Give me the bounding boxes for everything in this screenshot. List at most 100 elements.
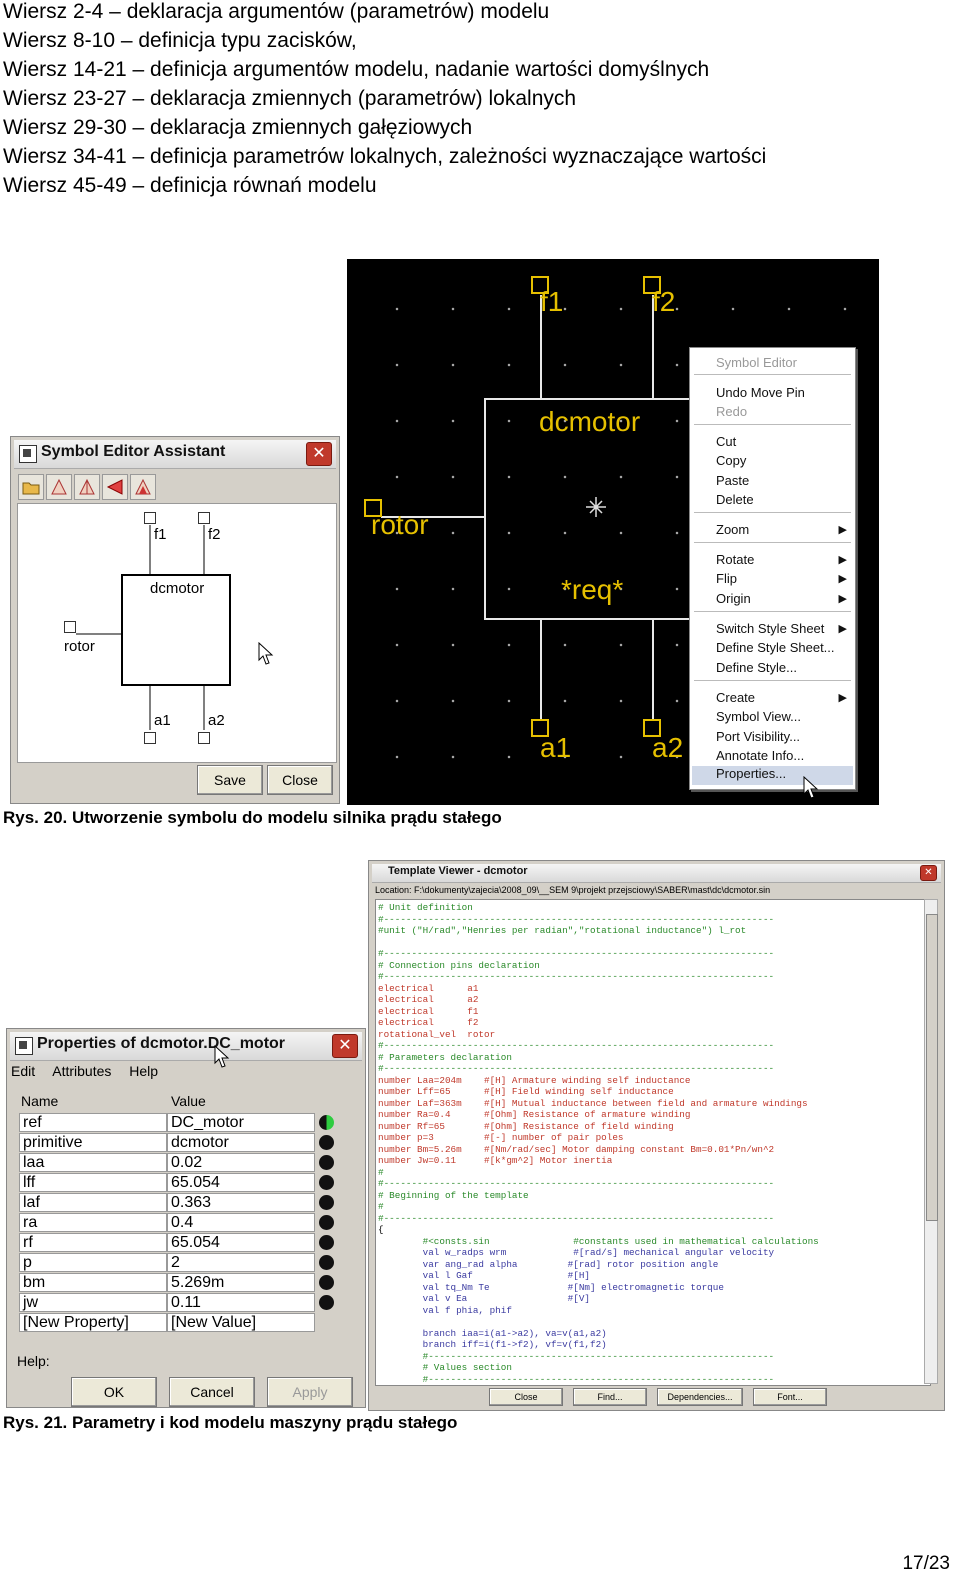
menu-item-zoom[interactable]: Zoom (716, 522, 750, 537)
visibility-indicator-icon[interactable] (319, 1275, 334, 1290)
menu-item-origin[interactable]: Origin (716, 591, 751, 606)
menu-item-undo-move-pin[interactable]: Undo Move Pin (716, 385, 805, 400)
pin-a2-box[interactable] (643, 719, 661, 737)
pin-rotor-box[interactable] (364, 499, 382, 517)
visibility-indicator-icon[interactable] (319, 1295, 334, 1310)
property-value-cell[interactable]: 0.02 (167, 1153, 315, 1172)
code-line: val w_radps wrm #[rad/s] mechanical angu… (378, 1247, 775, 1258)
visibility-indicator-icon[interactable] (319, 1235, 334, 1250)
property-value-cell[interactable]: 0.11 (167, 1293, 315, 1312)
property-name-cell[interactable]: bm (19, 1273, 167, 1292)
menu-item-define-style[interactable]: Define Style... (716, 660, 797, 675)
title-bar: Symbol Editor Assistant ✕ (14, 440, 336, 469)
code-line: number Rf=65 #[Ohm] Resistance of field … (378, 1120, 674, 1132)
property-value-cell[interactable]: 65.054 (167, 1233, 315, 1252)
code-line: val l Gaf #[H] (378, 1270, 591, 1281)
pin-a1-box[interactable] (531, 719, 549, 737)
property-name-cell[interactable]: jw (19, 1293, 167, 1312)
menu-item-flip[interactable]: Flip (716, 571, 737, 586)
symbol-preview-canvas[interactable]: f1 f2 rotor a1 a2 dcmotor (17, 503, 337, 763)
pin-top-icon[interactable] (102, 474, 128, 500)
find-button[interactable]: Find... (573, 1388, 647, 1406)
property-name-cell[interactable]: [New Property] (19, 1313, 167, 1332)
menu-help[interactable]: Help (129, 1063, 159, 1079)
page-number: 17/23 (902, 1553, 950, 1574)
menu-item-create[interactable]: Create (716, 690, 756, 705)
property-value-cell[interactable]: 0.363 (167, 1193, 315, 1212)
code-line: number Lff=65 #[H] Field winding self in… (378, 1086, 674, 1097)
menu-item-define-style-sheet[interactable]: Define Style Sheet... (716, 640, 835, 655)
cancel-button[interactable]: Cancel (169, 1377, 255, 1407)
property-name-cell[interactable]: laa (19, 1153, 167, 1172)
property-value-cell[interactable]: 5.269m (167, 1273, 315, 1292)
save-button[interactable]: Save (197, 765, 263, 795)
menu-item-redo[interactable]: Redo (716, 404, 748, 419)
pin-f2-box[interactable] (643, 276, 661, 294)
code-line: # Beginning of the template (378, 1189, 529, 1201)
pin-a2-box[interactable] (198, 732, 210, 744)
visibility-indicator-icon[interactable] (319, 1115, 334, 1130)
menu-item-copy[interactable]: Copy (716, 453, 747, 468)
property-name-cell[interactable]: laf (19, 1193, 167, 1212)
dependencies-button[interactable]: Dependencies... (657, 1388, 743, 1406)
property-name-cell[interactable]: ra (19, 1213, 167, 1232)
menu-item-rotate[interactable]: Rotate (716, 552, 755, 567)
pin-f2-box[interactable] (198, 512, 210, 524)
close-icon[interactable]: ✕ (332, 1034, 358, 1058)
pin-label: rotor (371, 509, 429, 540)
font-button[interactable]: Font... (753, 1388, 827, 1406)
visibility-indicator-icon[interactable] (319, 1195, 334, 1210)
property-name-cell[interactable]: ref (19, 1113, 167, 1132)
property-value-cell[interactable]: 2 (167, 1253, 315, 1272)
apply-button[interactable]: Apply (267, 1377, 353, 1407)
property-value-cell[interactable]: 0.4 (167, 1213, 315, 1232)
menu-item-delete[interactable]: Delete (716, 492, 754, 507)
pin-left-icon[interactable] (46, 474, 72, 500)
property-name-cell[interactable]: rf (19, 1233, 167, 1252)
menu-edit[interactable]: Edit (11, 1063, 36, 1079)
menu-item-annotate-info[interactable]: Annotate Info... (716, 748, 805, 763)
property-name-cell[interactable]: p (19, 1253, 167, 1272)
close-icon[interactable]: ✕ (306, 442, 332, 466)
visibility-indicator-icon[interactable] (319, 1175, 334, 1190)
code-line: #---------------------------------------… (378, 1178, 775, 1189)
property-value-cell[interactable]: 65.054 (167, 1173, 315, 1192)
visibility-indicator-icon[interactable] (319, 1155, 334, 1170)
visibility-indicator-icon[interactable] (319, 1215, 334, 1230)
code-line: number Bm=5.26m #[Nm/rad/sec] Motor damp… (378, 1143, 775, 1155)
pin-f1-box[interactable] (144, 512, 156, 524)
visibility-indicator-icon[interactable] (319, 1135, 334, 1150)
pin-bottom-icon[interactable] (130, 474, 156, 500)
wire-a1 (540, 619, 542, 721)
property-name-cell[interactable]: lff (19, 1173, 167, 1192)
pin-rotor-box[interactable] (64, 621, 76, 633)
property-value-cell[interactable]: DC_motor (167, 1113, 315, 1132)
property-value-cell[interactable]: dcmotor (167, 1133, 315, 1152)
menu-item-switch-style-sheet[interactable]: Switch Style Sheet (716, 621, 825, 636)
pin-label: rotor (64, 638, 95, 655)
pin-a1-box[interactable] (144, 732, 156, 744)
menu-item-symbol-view[interactable]: Symbol View... (716, 709, 802, 724)
close-icon[interactable]: ✕ (920, 865, 937, 881)
pin-f1-box[interactable] (531, 276, 549, 294)
pin-label: a2 (652, 732, 684, 763)
pin-right-icon[interactable] (74, 474, 100, 500)
close-button[interactable]: Close (489, 1388, 563, 1406)
move-handle-icon[interactable] (585, 496, 607, 518)
figure-caption: Rys. 21. Parametry i kod modelu maszyny … (3, 1413, 458, 1432)
menu-attributes[interactable]: Attributes (52, 1063, 112, 1079)
visibility-indicator-icon[interactable] (319, 1255, 334, 1270)
menu-item-properties[interactable]: Properties... (692, 766, 853, 785)
code-line: number Laa=204m #[H] Armature winding se… (378, 1074, 691, 1086)
menu-item-cut[interactable]: Cut (716, 434, 737, 449)
close-button[interactable]: Close (267, 765, 333, 795)
property-name-cell[interactable]: primitive (19, 1133, 167, 1152)
property-value-cell[interactable]: [New Value] (167, 1313, 315, 1332)
ok-button[interactable]: OK (71, 1377, 157, 1407)
vertical-scrollbar[interactable] (924, 899, 938, 1384)
menu-item-paste[interactable]: Paste (716, 473, 750, 488)
code-view[interactable]: # Unit definition#----------------------… (375, 899, 931, 1386)
intro-line: Wiersz 14-21 – definicja argumentów mode… (3, 58, 710, 81)
menu-item-port-visibility[interactable]: Port Visibility... (716, 729, 801, 744)
open-folder-icon[interactable] (18, 474, 44, 500)
